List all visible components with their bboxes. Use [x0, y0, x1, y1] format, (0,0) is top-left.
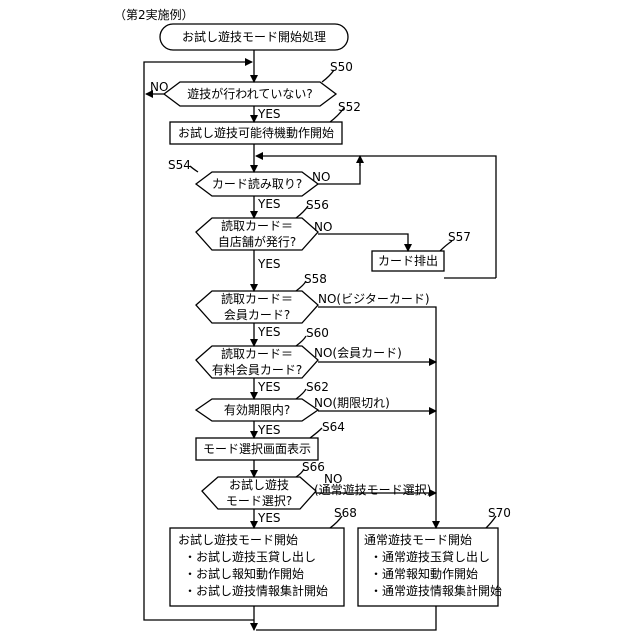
s57-label: カード排出: [372, 254, 444, 269]
edge-s58-no: NO(ビジターカード): [318, 292, 430, 306]
s64-label: モード選択画面表示: [196, 442, 318, 457]
step-tag-s58: S58: [304, 272, 327, 286]
s60-label-2: 有料会員カード?: [196, 363, 318, 378]
s62-label: 有効期限内?: [196, 403, 318, 418]
s60-label-1: 読取カード＝: [196, 347, 318, 362]
s70-line-3: ・通常報知動作開始: [364, 566, 502, 583]
edge-s66-yes: YES: [258, 511, 281, 525]
edge-s62-no: NO(期限切れ): [314, 396, 390, 410]
edge-s66-no-detail: (通常遊技モード選択): [314, 483, 431, 497]
step-tag-s57: S57: [448, 230, 471, 244]
s68-line-4: ・お試し遊技情報集計開始: [178, 583, 328, 600]
s68-line-1: お試し遊技モード開始: [178, 532, 328, 549]
edge-s50-no: NO: [150, 80, 168, 94]
s70-line-2: ・通常遊技玉貸し出し: [364, 549, 502, 566]
s58-label-2: 会員カード?: [196, 308, 318, 323]
s50-label: 遊技が行われていない?: [170, 87, 330, 102]
s70-text: 通常遊技モード開始 ・通常遊技玉貸し出し ・通常報知動作開始 ・通常遊技情報集計…: [364, 532, 502, 600]
start-label: お試し遊技モード開始処理: [160, 30, 348, 45]
s70-line-4: ・通常遊技情報集計開始: [364, 583, 502, 600]
edge-s62-yes: YES: [258, 423, 281, 437]
step-tag-s66: S66: [302, 460, 325, 474]
s68-text: お試し遊技モード開始 ・お試し遊技玉貸し出し ・お試し報知動作開始 ・お試し遊技…: [178, 532, 328, 600]
s70-line-1: 通常遊技モード開始: [364, 532, 502, 549]
s56-label-2: 自店舗が発行?: [196, 235, 318, 250]
edge-s54-yes: YES: [258, 197, 281, 211]
edge-s54-no: NO: [312, 170, 330, 184]
step-tag-s60: S60: [306, 326, 329, 340]
s54-label: カード読み取り?: [196, 177, 318, 192]
s58-label-1: 読取カード＝: [196, 292, 318, 307]
step-tag-s54: S54: [168, 158, 191, 172]
step-tag-s62: S62: [306, 380, 329, 394]
edge-s60-yes: YES: [258, 380, 281, 394]
edge-s56-no: NO: [314, 220, 332, 234]
step-tag-s52: S52: [338, 100, 361, 114]
step-tag-s64: S64: [322, 420, 345, 434]
edge-s60-no: NO(会員カード): [314, 346, 402, 360]
edge-s50-yes: YES: [258, 107, 281, 121]
step-tag-s50: S50: [330, 60, 353, 74]
step-tag-s56: S56: [306, 198, 329, 212]
s68-line-2: ・お試し遊技玉貸し出し: [178, 549, 328, 566]
step-tag-s68: S68: [334, 506, 357, 520]
s68-line-3: ・お試し報知動作開始: [178, 566, 328, 583]
s66-label-1: お試し遊技: [202, 478, 316, 493]
s52-label: お試し遊技可能待機動作開始: [170, 126, 342, 141]
figure-caption: （第2実施例）: [114, 8, 194, 22]
s66-label-2: モード選択?: [202, 494, 316, 509]
edge-s58-yes: YES: [258, 325, 281, 339]
step-tag-s70: S70: [488, 506, 511, 520]
edge-s56-yes: YES: [258, 257, 281, 271]
s56-label-1: 読取カード＝: [196, 219, 318, 234]
